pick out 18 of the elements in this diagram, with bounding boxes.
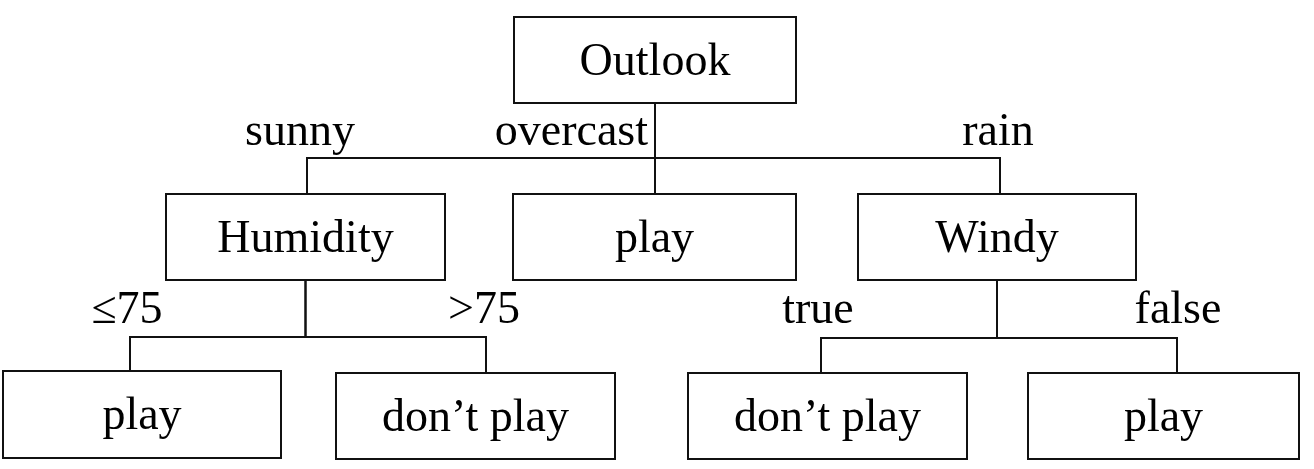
- tree-node-box: [165, 193, 446, 281]
- tree-node-box: [687, 372, 968, 460]
- tree-node-box: [335, 372, 616, 460]
- node-label: Humidity: [217, 211, 394, 263]
- tree-node-box: [1027, 372, 1300, 460]
- tree-node-box: [512, 193, 797, 281]
- node-label: play: [1123, 390, 1204, 442]
- node-label: Windy: [935, 211, 1059, 263]
- node-label: play: [614, 211, 695, 263]
- node-label: don’t play: [734, 390, 921, 442]
- node-label: don’t play: [382, 390, 569, 442]
- node-label: play: [102, 389, 182, 440]
- connector-line: [996, 280, 1178, 373]
- connector-line: [304, 280, 487, 373]
- tree-node-box: [2, 370, 282, 459]
- tree-node-box: [857, 193, 1137, 281]
- tree-node-box: [513, 16, 797, 104]
- node-label: Outlook: [579, 34, 731, 86]
